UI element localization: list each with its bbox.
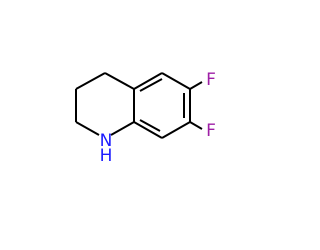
bond-c8-c8a <box>133 121 163 139</box>
nitrogen-atom-label: N <box>100 131 113 151</box>
bond-c5-c6 <box>161 72 191 90</box>
bond-c3-c4 <box>75 72 106 90</box>
bond-c6-f <box>189 81 203 90</box>
bond-c7-c8 <box>161 121 191 139</box>
fluorine-top-atom-label: F <box>206 70 216 90</box>
bond-c4-c4a <box>104 72 135 90</box>
bond-c8-c8a-double <box>139 119 161 132</box>
bond-n1-c8a <box>110 121 135 136</box>
hydrogen-atom-label: H <box>100 146 113 166</box>
bond-c7-f <box>189 121 203 130</box>
fluorine-bottom-atom-label: F <box>206 121 216 141</box>
bond-c4a-c5 <box>133 72 163 90</box>
molecule-structure: N H F F <box>75 70 216 166</box>
bond-c4a-c5-double <box>139 78 163 92</box>
bond-c2-n1 <box>75 121 100 136</box>
